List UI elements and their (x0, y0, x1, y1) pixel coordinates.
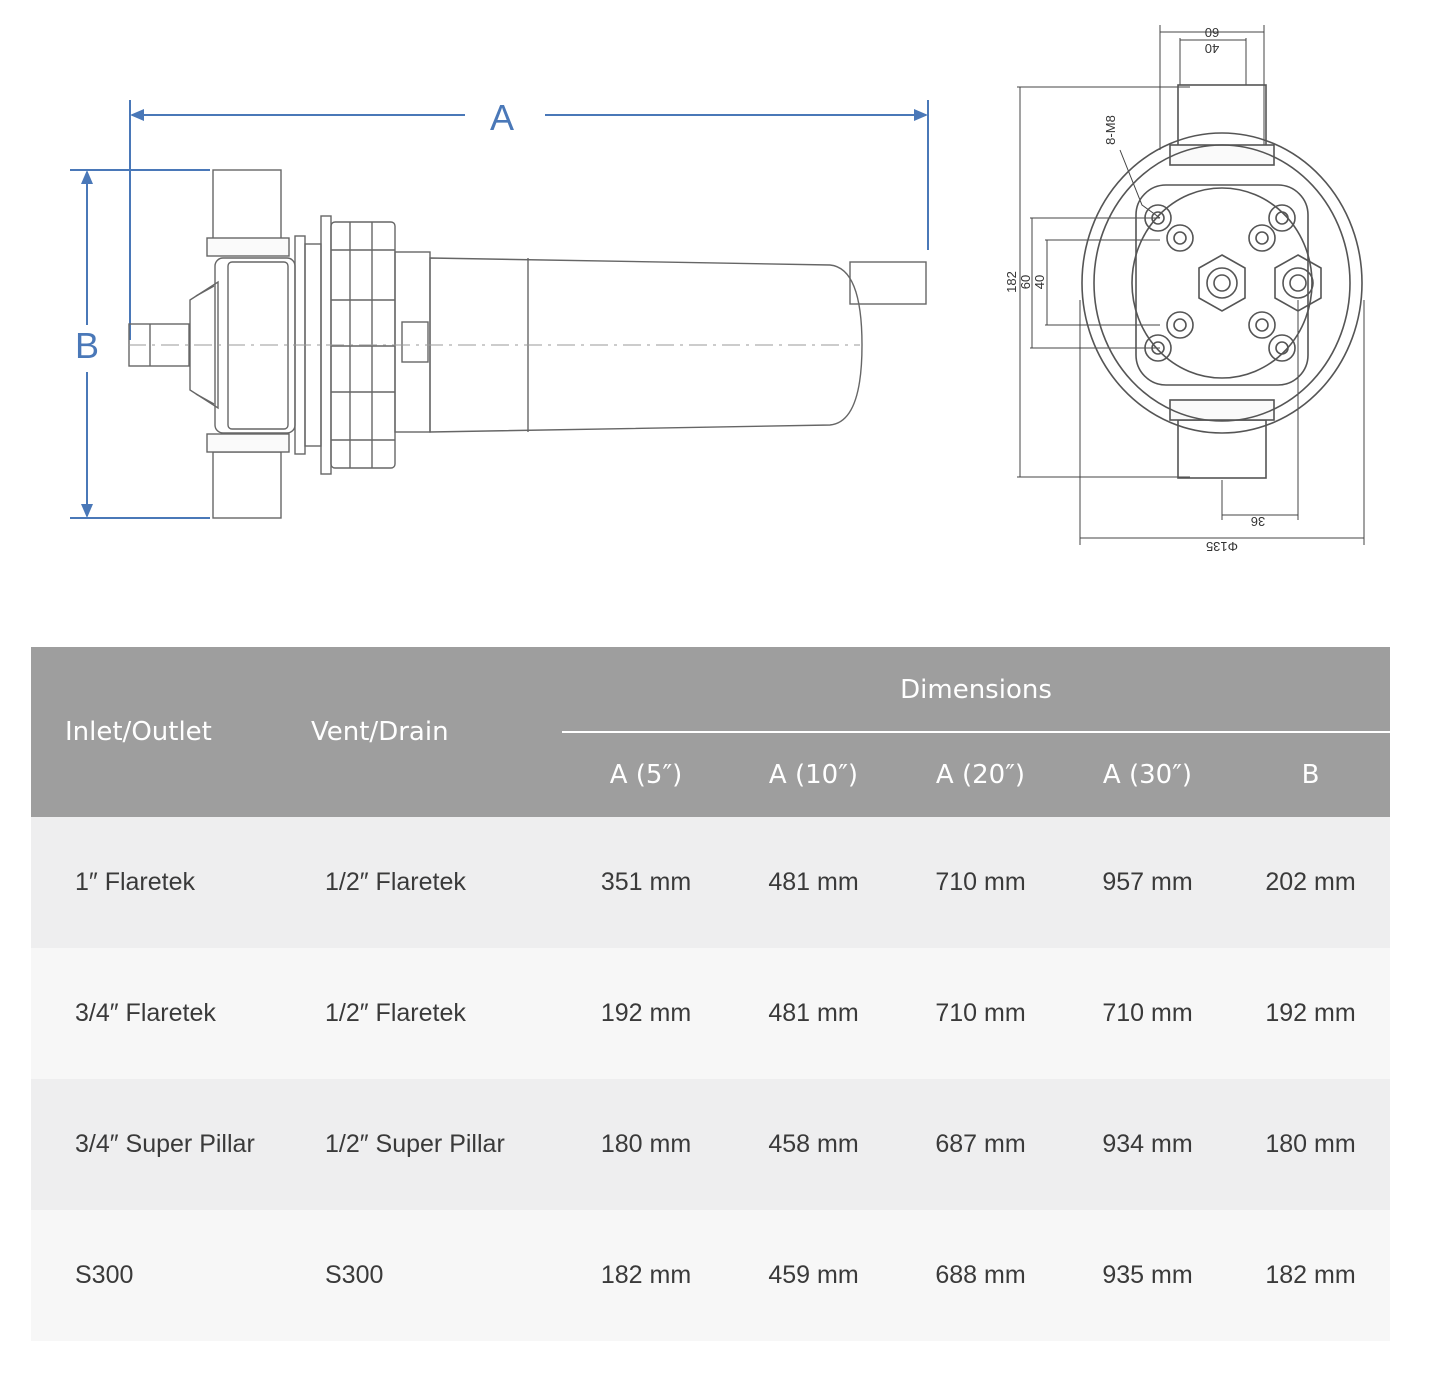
side-view-drawing: A B (70, 97, 929, 519)
cell-vent: 1/2″ Super Pillar (281, 1079, 562, 1210)
cell-a10: 481 mm (730, 948, 897, 1079)
cell-a10: 481 mm (730, 817, 897, 948)
cell-b: 192 mm (1231, 948, 1390, 1079)
dim-label-40-left: 40 (1032, 275, 1047, 289)
cell-inlet: 1″ Flaretek (31, 817, 281, 948)
header-a-30: A (30″) (1064, 733, 1231, 817)
dimension-a-label: A (490, 97, 514, 138)
cell-a10: 458 mm (730, 1079, 897, 1210)
header-a-5: A (5″) (562, 733, 730, 817)
cell-a5: 182 mm (562, 1210, 730, 1341)
header-dimensions: Dimensions (562, 647, 1390, 733)
cell-a10: 459 mm (730, 1210, 897, 1341)
cell-a5: 351 mm (562, 817, 730, 948)
cell-vent: S300 (281, 1210, 562, 1341)
dim-label-182: 182 (1004, 271, 1019, 293)
cell-a20: 710 mm (897, 948, 1064, 1079)
cell-a30: 935 mm (1064, 1210, 1231, 1341)
filter-housing-side (128, 169, 927, 519)
cell-a30: 934 mm (1064, 1079, 1231, 1210)
header-a-20: A (20″) (897, 733, 1064, 817)
cell-inlet: 3/4″ Flaretek (31, 948, 281, 1079)
dimensions-table: Inlet/Outlet Vent/Drain Dimensions A (5″… (31, 647, 1390, 1341)
table-row: S300 S300 182 mm 459 mm 688 mm 935 mm 18… (31, 1210, 1390, 1341)
cell-vent: 1/2″ Flaretek (281, 817, 562, 948)
dim-label-40-top: 40 (1205, 41, 1219, 56)
header-inlet-outlet: Inlet/Outlet (31, 647, 281, 817)
filter-head-end (1081, 84, 1363, 479)
dim-label-diameter-135: Φ135 (1206, 539, 1238, 554)
dim-label-36: 36 (1251, 514, 1265, 529)
cell-inlet: 3/4″ Super Pillar (31, 1079, 281, 1210)
table-row: 1″ Flaretek 1/2″ Flaretek 351 mm 481 mm … (31, 817, 1390, 948)
cell-a20: 687 mm (897, 1079, 1064, 1210)
cell-vent: 1/2″ Flaretek (281, 948, 562, 1079)
cell-b: 202 mm (1231, 817, 1390, 948)
bolt-spec-label: 8-M8 (1103, 115, 1118, 145)
cell-a20: 710 mm (897, 817, 1064, 948)
dim-label-60-left: 60 (1018, 275, 1033, 289)
cell-a5: 192 mm (562, 948, 730, 1079)
cell-b: 180 mm (1231, 1079, 1390, 1210)
cell-b: 182 mm (1231, 1210, 1390, 1341)
end-view-drawing: 60 40 8-M8 182 60 40 36 Φ135 (1004, 25, 1365, 554)
cell-a30: 957 mm (1064, 817, 1231, 948)
header-a-10: A (10″) (730, 733, 897, 817)
cell-a5: 180 mm (562, 1079, 730, 1210)
dim-label-60-top: 60 (1205, 25, 1219, 40)
header-vent-drain: Vent/Drain (281, 647, 562, 817)
dimension-b-label: B (75, 325, 99, 366)
header-b: B (1231, 733, 1390, 817)
cell-inlet: S300 (31, 1210, 281, 1341)
cell-a20: 688 mm (897, 1210, 1064, 1341)
table-row: 3/4″ Flaretek 1/2″ Flaretek 192 mm 481 m… (31, 948, 1390, 1079)
cell-a30: 710 mm (1064, 948, 1231, 1079)
table-row: 3/4″ Super Pillar 1/2″ Super Pillar 180 … (31, 1079, 1390, 1210)
